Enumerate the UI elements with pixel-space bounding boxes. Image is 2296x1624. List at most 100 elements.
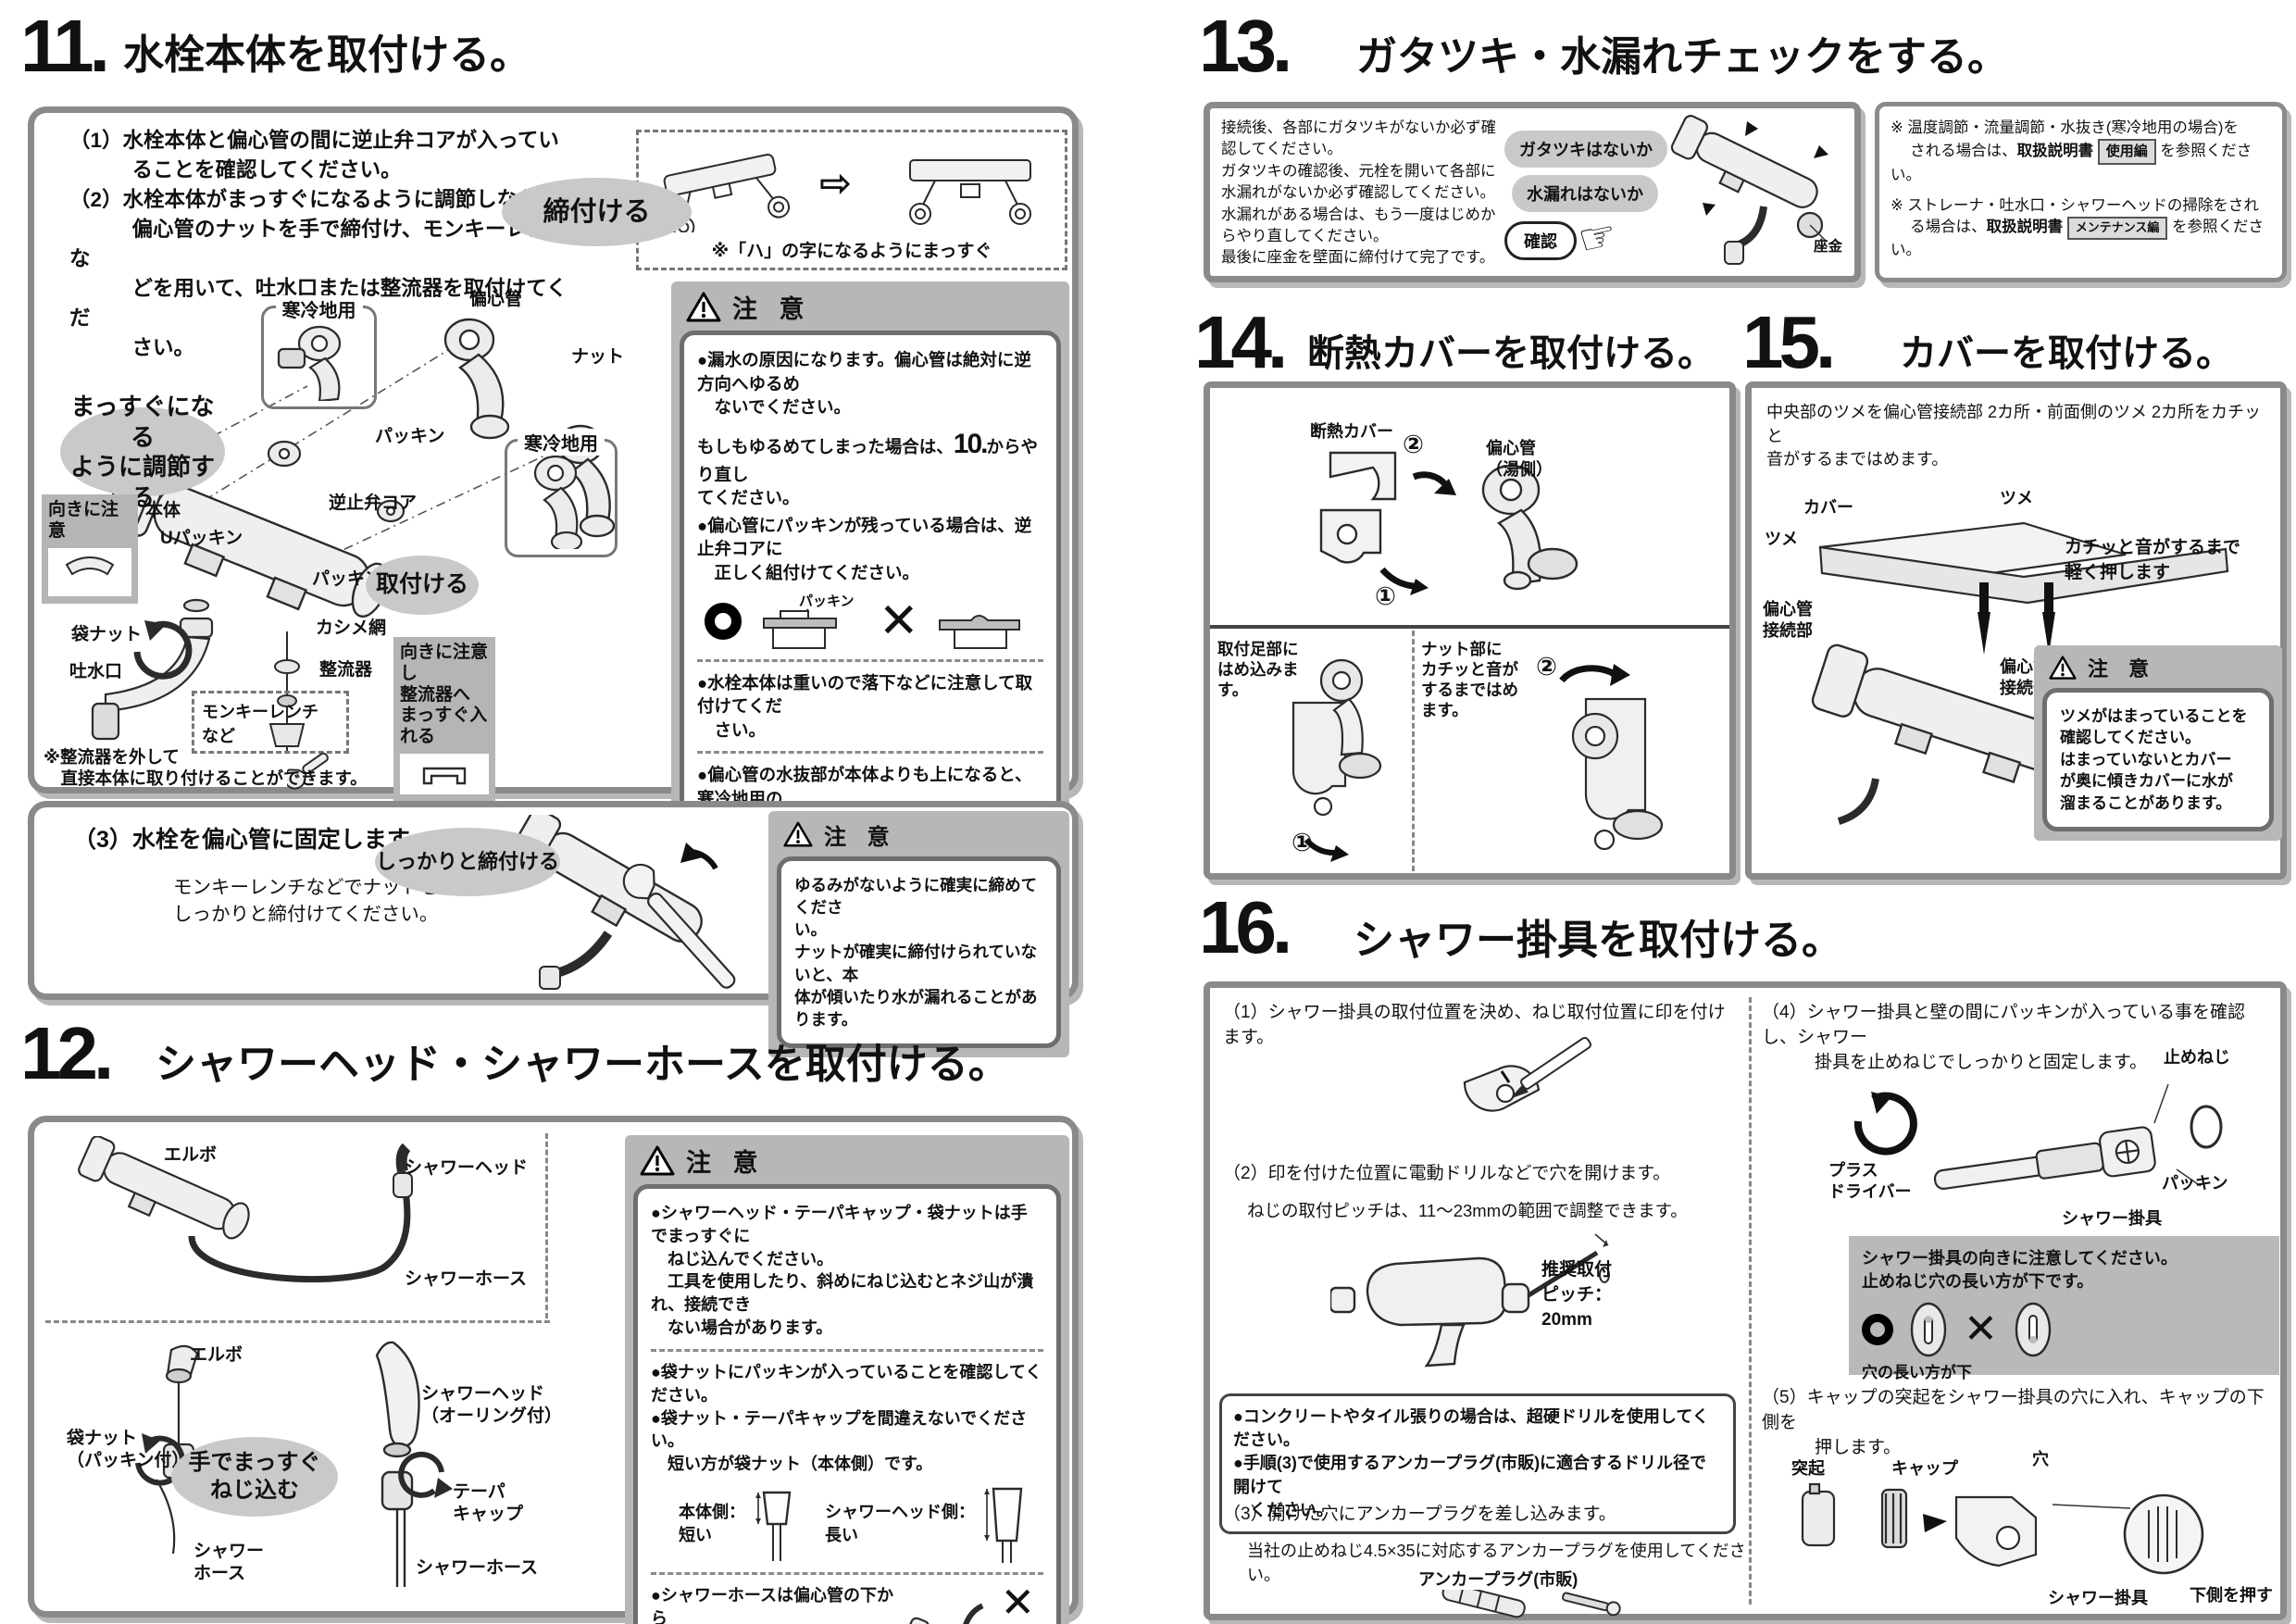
section-12-panel: エルボ シャワーヘッド シャワーホース エ [28, 1116, 1079, 1624]
zagane-label: 座金 [1814, 239, 1843, 255]
cold-region-label-1: 寒冷地用 [275, 295, 363, 322]
caution-hose-bottom: ●シャワーホースは偏心管の下から 取出してください。 寒冷地用の場合は上から出す… [651, 1586, 893, 1624]
step3-heading: （3）水栓を偏心管に固定します。 [73, 827, 431, 853]
confirm-pill: 確認 [1504, 221, 1577, 260]
caution-title: 注 意 [686, 1149, 766, 1177]
nut-short-icon [755, 1485, 801, 1563]
orientation-caution-label: 向きに注意 [48, 500, 119, 541]
set-screw-label: 止めねじ [2164, 1048, 2230, 1067]
pointing-hand-icon: ☞ [1574, 209, 1622, 265]
straightener-orientation-chip: 向きに注意し 整流器へ まっすぐ入れる [393, 637, 495, 802]
step1-text: （1）シャワー掛具の取付位置を決め、ねじ取付位置に印を付けます。 [1223, 1003, 1726, 1047]
u-packing-label: Uパッキン [160, 529, 243, 548]
orientation-caution-chip: 向きに注意 [42, 494, 138, 604]
section-14-number: 14. [1194, 301, 1288, 383]
straightener-label: 整流器 [319, 660, 373, 680]
cold-region-pipe-icon-1 [264, 308, 374, 401]
gasket-ok-icon: パッキン [755, 593, 855, 650]
faucet-wrench-diagram [497, 815, 766, 991]
step-2-circle-bottom: ② [1536, 653, 1557, 681]
step2-text: （2）印を付けた位置に電動ドリルなどで穴を開けます。 [1223, 1164, 1671, 1183]
push-until-click-note: カチッと音がするまで 軽く押します [2065, 538, 2241, 582]
caution-title: 注 意 [732, 295, 812, 323]
section-15-number: 15. [1742, 301, 1836, 383]
ng-mark-icon: ✕ [1964, 1306, 1998, 1353]
drill-diagram [1330, 1227, 1617, 1384]
cap-diagram [1775, 1449, 2275, 1611]
cold-region-label-2: 寒冷地用 [518, 429, 605, 456]
fit-nut-note: ナット部に カチッと音が するまではめ ます。 [1421, 640, 1518, 719]
wrench-label: モンキーレンチ など [202, 703, 318, 745]
tsume-label-1: ツメ [2000, 489, 2033, 507]
divider-vertical [1412, 631, 1415, 871]
warning-triangle-icon [640, 1145, 675, 1175]
shower-assembled-diagram [53, 1136, 516, 1307]
note2-post: を参照ください。 [1890, 219, 2265, 258]
faucet-check-diagram [1654, 114, 1828, 271]
phillips-driver-label: プラス ドライバー [1828, 1161, 1912, 1201]
protrusion-label: 突起 [1791, 1459, 1825, 1478]
section-15-caution: 注 意 ツメがはまっていることを 確認してください。 はまっていないとカバー が… [2034, 645, 2282, 842]
caution-bullet-packing: ●偏心管にパッキンが残っている場合は、逆止弁コアに 正しく組付けてください。 [697, 515, 1032, 582]
note2-bold: 取扱説明書 [1986, 219, 2067, 236]
divider-vertical [545, 1133, 548, 1318]
section-12-caution: 注 意 ●シャワーヘッド・テーパキャップ・袋ナットは手でまっすぐに ねじ込んでく… [625, 1135, 1069, 1624]
straightener-orientation-label: 向きに注意し 整流器へ まっすぐ入れる [400, 643, 489, 747]
divider-horizontal [45, 1320, 550, 1323]
caution-header: 注 意 [625, 1135, 1069, 1184]
cap-label: キャップ [1891, 1459, 1958, 1478]
body-side-label: 本体側： 短い [679, 1503, 745, 1545]
caution-redo-line: もしもゆるめてしまった場合は、10.からやり直し てください。 [697, 425, 1043, 510]
body-label: 本体 [145, 501, 181, 520]
shower-hose-label-1: シャワーホース [405, 1269, 528, 1289]
shower-head-label-2: シャワーヘッド （オーリング付） [421, 1384, 563, 1426]
section-15-title: カバーを取付ける。 [1900, 333, 2233, 374]
ok-mark-icon [1862, 1314, 1893, 1346]
anchor-plug-label: アンカープラグ(市販) [1418, 1570, 1578, 1589]
caution-check-packing: ●袋ナットにパッキンが入っていることを確認してください。 ●袋ナット・テーパキャ… [651, 1362, 1042, 1474]
spout-label: 吐水口 [69, 662, 123, 681]
packing-label-4: パッキン [2162, 1174, 2228, 1193]
hole-label: 穴 [2032, 1450, 2049, 1468]
caution-screw-straight: ●シャワーヘッド・テーパキャップ・袋ナットは手でまっすぐに ねじ込んでください。… [651, 1204, 1034, 1338]
section-12-title: シャワーヘッド・シャワーホースを取付ける。 [156, 1042, 1009, 1087]
redo-pre: もしもゆるめてしまった場合は、 [697, 436, 954, 456]
divider-horizontal [1210, 625, 1729, 629]
section-15-intro: 中央部のツメを偏心管接続部 2カ所・前面側のツメ 2カ所をカチッと 音がするまで… [1766, 403, 2262, 469]
section-11-steps: （1）水栓本体と偏心管の間に逆止弁コアが入ってい ることを確認してください。 （… [69, 129, 580, 359]
elbow-label-2: エルボ [190, 1345, 243, 1365]
note1-pre: ※ 温度調節・流量調節・水抜き(寒冷地用の場合)を される場合は、 [1890, 119, 2239, 160]
caution-header: 注 意 [671, 281, 1069, 331]
push-bottom-label: 下側を押す [2190, 1586, 2273, 1605]
warning-triangle-icon [686, 292, 721, 321]
note-use-manual: ※ 温度調節・流量調節・水抜き(寒冷地用の場合)を される場合は、取扱説明書 使… [1890, 118, 2275, 186]
ok-mark-icon [705, 602, 742, 640]
step3-text: （3）開けた穴にアンカープラグを差し込みます。 [1223, 1505, 1616, 1524]
step3-caution-body: ゆるみがないように確実に締めてくださ い。 ナットが確実に締付けられていないと、… [777, 856, 1061, 1048]
straightness-diagram-box: ⇨ ※「ハ」の字になるようにまっすぐ [636, 130, 1067, 270]
gasket-ng-icon [932, 593, 1029, 650]
section-16-title: シャワー掛具を取付ける。 [1354, 918, 1842, 963]
cover-step1-diagram [1275, 647, 1414, 862]
anchor-plug-diagram [1423, 1590, 1645, 1619]
eccentric-pipe-hot-label: 偏心管 （湯側） [1486, 439, 1553, 479]
elbow-label-1: エルボ [164, 1145, 218, 1165]
cover-label: カバー [1803, 498, 1853, 517]
redo-post: からやり直し てください。 [697, 436, 1038, 508]
section-13-number: 13. [1199, 5, 1292, 87]
section-13-body2: 最後に座金を壁面に締付けて完了です。 [1221, 249, 1495, 266]
section-13-panel: 接続後、各部にガタツキがないか必ず確 認してください。 ガタツキの確認後、元栓を… [1204, 102, 1861, 282]
shower-hose-label-2: シャワー ホース [193, 1542, 265, 1583]
section-16-number: 16. [1199, 886, 1292, 968]
screw-by-hand-cloud: 手でまっすぐ ねじ込む [171, 1424, 338, 1530]
eccentric-pipe-top [445, 319, 508, 438]
step-1-circle-bottom: ① [1292, 829, 1313, 856]
cold-region-box-2: 寒冷地用 [505, 429, 618, 557]
note2-pre: ※ ストレーナ・吐水口・シャワーヘッドの掃除をされ る場合は、 [1890, 197, 2259, 236]
hanger-ok-ng-row: ✕ [1862, 1301, 2266, 1358]
nut-compare-row: 本体側： 短い シャワーヘッド側： 長い [679, 1485, 1043, 1563]
hanger-ok-icon [1908, 1301, 1949, 1358]
section-13-body: 接続後、各部にガタツキがないか必ず確 認してください。 ガタツキの確認後、元栓を… [1221, 119, 1496, 245]
packing-label-2: パッキン [312, 569, 382, 589]
